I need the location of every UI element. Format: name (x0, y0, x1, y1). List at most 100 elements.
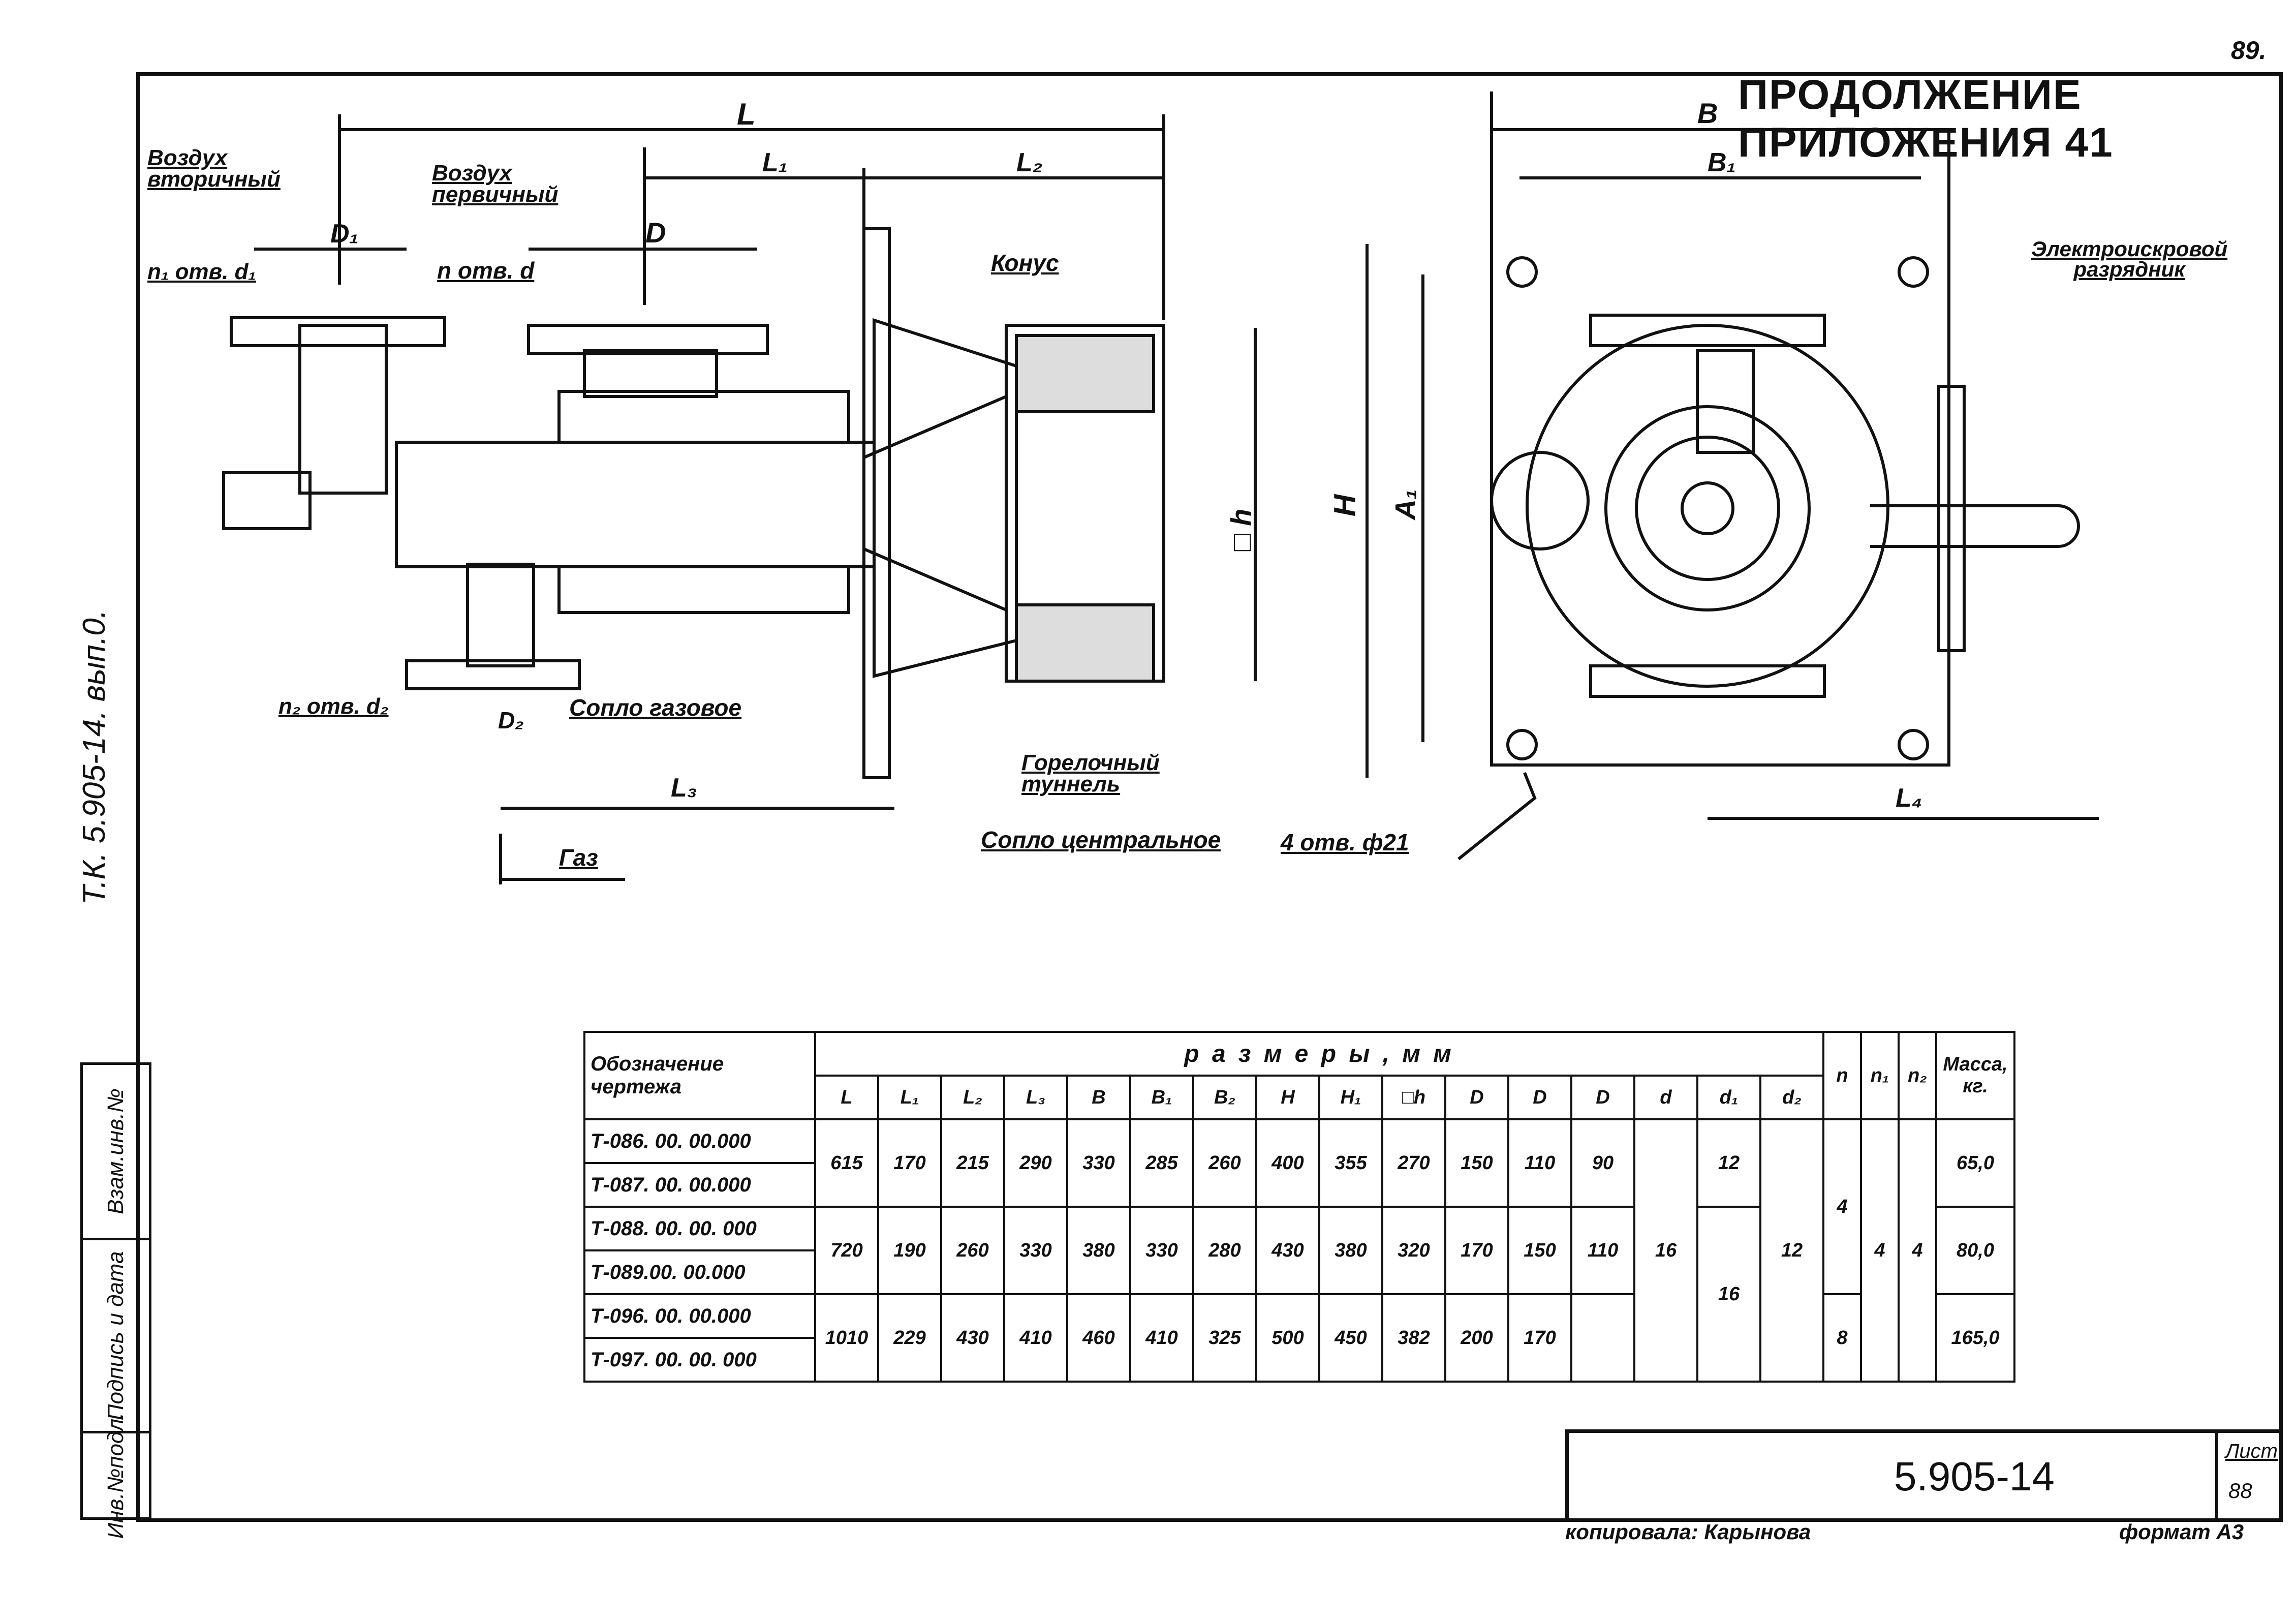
cell-D: 150 (1444, 1118, 1509, 1208)
sub-header: D (1444, 1075, 1509, 1120)
sub-header: B₁ (1129, 1075, 1194, 1120)
dim-H: H (1328, 494, 1362, 517)
designation: Т-087. 00. 00.000 (583, 1162, 816, 1208)
page-header: ПРОДОЛЖЕНИЕ ПРИЛОЖЕНИЯ 41 (1738, 72, 2114, 166)
cell-L3: 330 (1003, 1206, 1068, 1295)
n1-holes-label: n₁ отв. d₁ (147, 259, 256, 284)
header-n1: n₁ (1860, 1031, 1900, 1120)
cell-L1: 190 (877, 1206, 942, 1295)
cell-d1: 16 (1696, 1206, 1761, 1383)
cell-B2: 260 (1192, 1118, 1257, 1208)
cell-D: 110 (1570, 1206, 1635, 1295)
document-code: 5.905-14 (1894, 1454, 2055, 1499)
dim-A1: A₁ (1389, 489, 1421, 520)
sub-header: L₁ (877, 1075, 942, 1120)
burner-tunnel-label: Горелочный туннель (1021, 750, 1160, 797)
dim-B1: B₁ (1708, 148, 1736, 177)
dim-D2: D₂ (498, 707, 524, 733)
sub-header: H₁ (1318, 1075, 1383, 1120)
cell-B: 330 (1066, 1118, 1131, 1208)
page-number: 89. (2231, 36, 2267, 65)
cell-h: 382 (1381, 1293, 1446, 1383)
cell-B1: 285 (1129, 1118, 1194, 1208)
header-designation: Обозначение чертежа (583, 1031, 816, 1120)
copied-by: копировала: Карынова (1565, 1520, 1811, 1544)
sub-header: L₂ (940, 1075, 1005, 1120)
sub-header: d₁ (1696, 1075, 1761, 1120)
sub-header: B₂ (1192, 1075, 1257, 1120)
dim-D: D (645, 217, 666, 249)
sub-header: d₂ (1759, 1075, 1824, 1120)
dim-h: □ h (1225, 508, 1257, 552)
cell-L1: 170 (877, 1118, 942, 1208)
central-nozzle-label: Сопло центральное (981, 827, 1221, 853)
gas-label: Газ (559, 844, 598, 871)
cell-L2: 215 (940, 1118, 1005, 1208)
cell-H1: 380 (1318, 1206, 1383, 1295)
sub-header: H (1255, 1075, 1320, 1120)
cell-mass: 65,0 (1935, 1118, 2015, 1208)
cell-L3: 290 (1003, 1118, 1068, 1208)
designation: Т-097. 00. 00. 000 (583, 1337, 816, 1383)
cell-H: 400 (1255, 1118, 1320, 1208)
cell-D: 200 (1444, 1293, 1509, 1383)
cell-B2: 325 (1192, 1293, 1257, 1383)
header-n: n (1822, 1031, 1862, 1120)
cell-D: 170 (1444, 1206, 1509, 1295)
cell-L2: 260 (940, 1206, 1005, 1295)
sub-header: □h (1381, 1075, 1446, 1120)
holes-label: 4 отв. ф21 (1281, 829, 1409, 855)
cell-mass: 165,0 (1935, 1293, 2015, 1383)
cell-D: 150 (1507, 1206, 1572, 1295)
header-dimensions: р а з м е р ы , м м (814, 1031, 1824, 1077)
page-frame (136, 72, 2283, 1522)
dim-L3: L₃ (671, 773, 697, 803)
format-label: формат А3 (2119, 1520, 2244, 1544)
stamp-cell: Инв.№подл. (83, 1412, 149, 1539)
cone-label: Конус (991, 250, 1059, 276)
header-mass: Масса, кг. (1935, 1031, 2015, 1120)
sub-header: B (1066, 1075, 1131, 1120)
dim-D1: D₁ (330, 219, 359, 249)
cell-n: 8 (1822, 1293, 1862, 1383)
cell-d: 16 (1633, 1118, 1698, 1383)
left-stamp: Взам.инв.№ Подпись и дата Инв.№подл. (80, 1062, 151, 1539)
cell-L: 720 (814, 1206, 879, 1295)
sheet-number: 88 (2228, 1479, 2252, 1503)
sub-header: L₃ (1003, 1075, 1068, 1120)
cell-D: 110 (1507, 1118, 1572, 1208)
cell-d2: 12 (1759, 1118, 1824, 1383)
cell-H1: 450 (1318, 1293, 1383, 1383)
designation: Т-086. 00. 00.000 (583, 1118, 816, 1164)
cell-L: 615 (814, 1118, 879, 1208)
cell-H: 500 (1255, 1293, 1320, 1383)
air-primary-label: Воздух первичный (432, 161, 559, 207)
dim-L: L (737, 97, 756, 131)
sub-header: D (1570, 1075, 1635, 1120)
sub-header: L (814, 1075, 879, 1120)
cell-n2: 4 (1898, 1118, 1937, 1383)
cell-n1: 4 (1860, 1118, 1900, 1383)
cell-H1: 355 (1318, 1118, 1383, 1208)
designation: Т-089.00. 00.000 (583, 1249, 816, 1295)
sheet-label: Лист (2225, 1440, 2278, 1462)
dim-L4: L₄ (1896, 783, 1922, 813)
dim-B: B (1697, 97, 1718, 129)
sub-header: D (1507, 1075, 1572, 1120)
title-block: 5.905-14 Лист 88 (1565, 1429, 2279, 1518)
igniter-label: Электроискровой разрядник (2031, 237, 2228, 281)
dim-L1: L₁ (762, 148, 788, 177)
cell-h: 270 (1381, 1118, 1446, 1208)
cell-L1: 229 (877, 1293, 942, 1383)
dim-L2: L₂ (1016, 148, 1043, 177)
sheet-cell: Лист 88 (2215, 1433, 2279, 1518)
cell-L2: 430 (940, 1293, 1005, 1383)
cell-D (1570, 1293, 1635, 1383)
cell-L3: 410 (1003, 1293, 1068, 1383)
cell-B: 460 (1066, 1293, 1131, 1383)
cell-B1: 330 (1129, 1206, 1194, 1295)
n-holes-label: n отв. d (437, 257, 535, 284)
designation: Т-088. 00. 00. 000 (583, 1206, 816, 1251)
stamp-cell: Подпись и дата (83, 1238, 149, 1431)
